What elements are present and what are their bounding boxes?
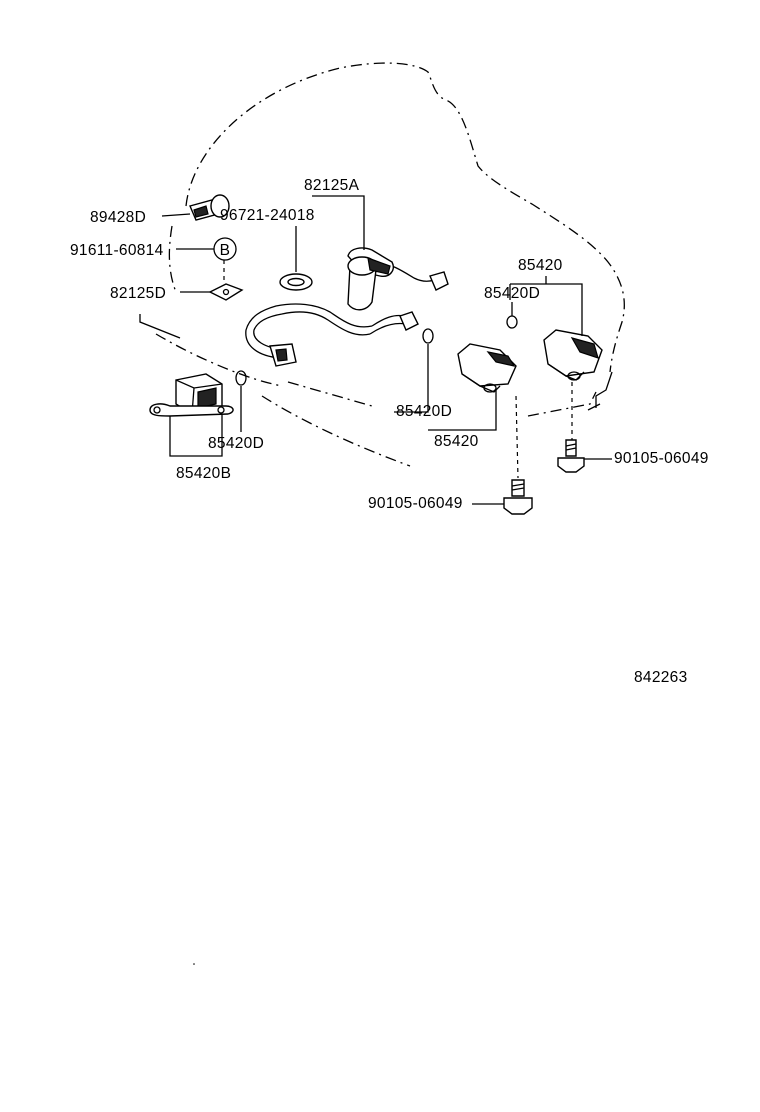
bolt-90105-right xyxy=(557,439,585,473)
callout-85420d-left: 85420D xyxy=(208,435,264,452)
grommet-96721 xyxy=(279,273,313,291)
reference-mark-b-letter: B xyxy=(220,242,231,259)
bolt-90105-center xyxy=(503,479,533,515)
scan-speck xyxy=(193,963,195,965)
callout-96721-24018: 96721-24018 xyxy=(220,207,315,224)
callout-82125d: 82125D xyxy=(110,285,166,302)
callout-91611-60814: 91611-60814 xyxy=(70,242,164,259)
callout-85420b: 85420B xyxy=(176,465,231,482)
callout-85420-center: 85420 xyxy=(434,433,479,450)
callout-90105-06049-right: 90105-06049 xyxy=(614,450,709,467)
sensor-89428d xyxy=(189,194,230,221)
callout-85420-top: 85420 xyxy=(518,257,563,274)
sensor-85420b xyxy=(149,370,247,417)
vehicle-outline xyxy=(139,62,625,467)
callout-85420d-top: 85420D xyxy=(484,285,540,302)
bracket-82125d xyxy=(208,283,244,301)
callout-90105-06049-center: 90105-06049 xyxy=(368,495,463,512)
callouts: 82125A 96721-24018 89428D 91611-60814 82… xyxy=(70,177,709,512)
sensor-85420-right xyxy=(506,315,603,440)
leader-lines xyxy=(161,195,612,505)
wire-harness-82125a xyxy=(245,247,449,367)
reference-mark-b: B xyxy=(213,237,237,282)
callout-82125a: 82125A xyxy=(304,177,360,194)
figure-number: 842263 xyxy=(634,669,688,686)
sensor-85420-center xyxy=(422,328,519,479)
callout-85420d-center: 85420D xyxy=(396,403,452,420)
callout-89428d: 89428D xyxy=(90,209,146,226)
